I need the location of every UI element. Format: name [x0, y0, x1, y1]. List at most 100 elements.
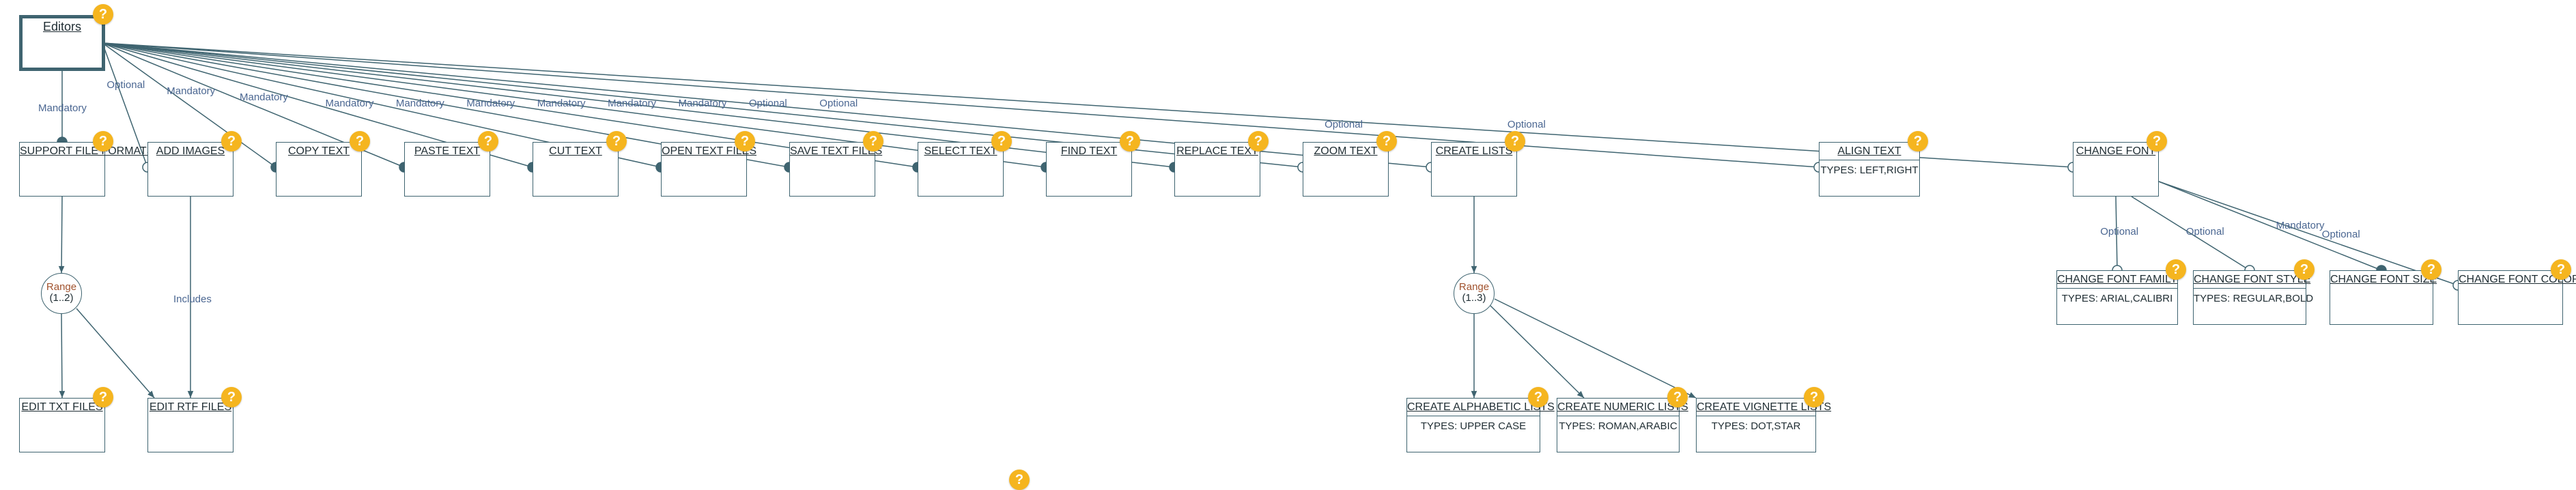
feature-select-text-title: SELECT TEXT — [924, 145, 997, 157]
feature-support-file-formats-help-icon[interactable] — [93, 131, 113, 152]
edge-create-lists-range-arrowhead — [1471, 265, 1477, 273]
node-change-font-color-help-icon[interactable] — [2551, 259, 2571, 280]
feature-select-text-help-icon[interactable] — [991, 131, 1012, 152]
feature-replace-text-title: REPLACE TEXT — [1176, 145, 1258, 157]
feature-align-text-help-icon[interactable] — [1908, 131, 1928, 152]
edge-range-edit-rtf — [76, 308, 155, 399]
feature-cut-text-title: CUT TEXT — [549, 145, 602, 157]
feature-zoom-text-title: ZOOM TEXT — [1314, 145, 1378, 157]
range-create-lists-value: (1..3) — [1462, 292, 1486, 304]
edge-label-find_text: Mandatory — [608, 98, 656, 110]
feature-find-text[interactable]: FIND TEXT — [1046, 142, 1132, 197]
range-file-formats: Range(1..2) — [41, 273, 82, 314]
edge-root-find_text — [102, 42, 1047, 168]
edge-range-vignette-arrowhead — [1688, 392, 1696, 398]
feature-zoom-text[interactable]: ZOOM TEXT — [1303, 142, 1389, 197]
node-change-font-style-help-icon[interactable] — [2294, 259, 2315, 280]
feature-change-font[interactable]: CHANGE FONT — [2073, 142, 2159, 197]
edge-label-open_text_files: Mandatory — [395, 98, 444, 110]
node-change-font-style-subtitle: TYPES: REGULAR,BOLD — [2194, 288, 2313, 304]
edge-label-align_text: Optional — [1325, 119, 1363, 131]
feature-zoom-text-help-icon[interactable] — [1376, 131, 1397, 152]
feature-change-font-help-icon[interactable] — [2147, 131, 2167, 152]
edge-change-font-change_font_size — [2158, 181, 2382, 271]
node-change-font-color-title: CHANGE FONT COLOR — [2459, 274, 2576, 285]
edge-label-includes: Includes — [173, 293, 212, 305]
node-create-numeric-lists-subtitle: TYPES: ROMAN,ARABIC — [1557, 416, 1679, 432]
orphan-help-icon[interactable] — [1009, 470, 1030, 490]
edge-label-add_images: Optional — [107, 78, 145, 91]
feature-cut-text-help-icon[interactable] — [606, 131, 627, 152]
node-change-font-family-title: CHANGE FONT FAMILY — [2057, 274, 2178, 285]
range-create-lists-label: Range — [1458, 281, 1490, 293]
node-create-numeric-lists[interactable]: CREATE NUMERIC LISTS TYPES: ROMAN,ARABIC — [1557, 398, 1688, 452]
feature-open-text-files-help-icon[interactable] — [735, 131, 755, 152]
feature-create-lists[interactable]: CREATE LISTS — [1431, 142, 1517, 197]
edge-range-numeric-arrowhead — [1576, 390, 1584, 398]
edge-range-edit-txt-arrowhead — [59, 390, 66, 398]
edge-includes-arrowhead — [187, 390, 194, 398]
root-node-editors-title: Editors — [42, 20, 82, 33]
feature-replace-text[interactable]: REPLACE TEXT — [1174, 142, 1260, 197]
feature-support-file-formats[interactable]: SUPPORT FILE FORMATS — [19, 142, 154, 197]
node-create-numeric-lists-title: CREATE NUMERIC LISTS — [1557, 401, 1688, 413]
feature-open-text-files[interactable]: OPEN TEXT FILES — [661, 142, 757, 197]
feature-open-text-files-title: OPEN TEXT FILES — [662, 145, 757, 157]
feature-copy-text[interactable]: COPY TEXT — [276, 142, 362, 197]
node-change-font-family-help-icon[interactable] — [2166, 259, 2186, 280]
root-node-editors-help-icon[interactable] — [93, 4, 113, 25]
node-create-numeric-lists-help-icon[interactable] — [1667, 387, 1688, 407]
feature-save-text-files[interactable]: SAVE TEXT FILES — [789, 142, 883, 197]
feature-add-images-help-icon[interactable] — [221, 131, 242, 152]
node-create-alphabetic-lists-help-icon[interactable] — [1528, 387, 1548, 407]
root-node-editors[interactable]: Editors — [19, 15, 105, 71]
feature-support-file-formats-title: SUPPORT FILE FORMATS — [20, 145, 154, 157]
feature-find-text-help-icon[interactable] — [1120, 131, 1140, 152]
node-change-font-size[interactable]: CHANGE FONT SIZE — [2330, 270, 2437, 325]
feature-paste-text-help-icon[interactable] — [478, 131, 498, 152]
node-edit-txt-files-help-icon[interactable] — [93, 387, 113, 407]
node-change-font-style-title: CHANGE FONT STYLE — [2194, 274, 2311, 285]
edge-change-font-change_font_family — [2115, 196, 2118, 271]
node-change-font-color[interactable]: CHANGE FONT COLOR — [2458, 270, 2576, 325]
feature-save-text-files-help-icon[interactable] — [863, 131, 883, 152]
range-create-lists: Range(1..3) — [1454, 273, 1495, 314]
node-change-font-style[interactable]: CHANGE FONT STYLE TYPES: REGULAR,BOLD — [2193, 270, 2313, 325]
feature-save-text-files-title: SAVE TEXT FILES — [790, 145, 883, 157]
edge-label-change_font: Optional — [1507, 119, 1546, 131]
node-change-font-size-title: CHANGE FONT SIZE — [2330, 274, 2437, 285]
edge-label-save_text_files: Mandatory — [466, 98, 515, 110]
feature-copy-text-help-icon[interactable] — [350, 131, 370, 152]
feature-select-text[interactable]: SELECT TEXT — [918, 142, 1004, 197]
node-edit-rtf-files-help-icon[interactable] — [221, 387, 242, 407]
edge-label-change_font_style: Optional — [2185, 225, 2224, 237]
node-edit-rtf-files[interactable]: EDIT RTF FILES — [147, 398, 233, 452]
edge-root-add_images — [102, 42, 148, 168]
edge-range-vignette — [1494, 298, 1697, 399]
edge-label-support_file_formats: Mandatory — [38, 102, 87, 114]
node-create-vignette-lists-help-icon[interactable] — [1804, 387, 1824, 407]
node-create-vignette-lists-subtitle: TYPES: DOT,STAR — [1697, 416, 1815, 432]
feature-find-text-title: FIND TEXT — [1060, 145, 1118, 157]
edge-change-font-change_font_style — [2131, 196, 2250, 271]
feature-add-images[interactable]: ADD IMAGES — [147, 142, 233, 197]
feature-paste-text[interactable]: PASTE TEXT — [404, 142, 490, 197]
node-create-alphabetic-lists-subtitle: TYPES: UPPER CASE — [1407, 416, 1540, 432]
feature-add-images-title: ADD IMAGES — [156, 145, 225, 157]
feature-align-text-subtitle: TYPES: LEFT,RIGHT — [1820, 160, 1919, 176]
node-edit-txt-files-title: EDIT TXT FILES — [21, 401, 103, 413]
feature-create-lists-help-icon[interactable] — [1505, 131, 1525, 152]
edge-label-replace_text: Mandatory — [678, 98, 727, 110]
edge-label-change_font_size: Mandatory — [2276, 220, 2325, 231]
feature-cut-text[interactable]: CUT TEXT — [533, 142, 619, 197]
edge-label-cut_text: Mandatory — [325, 98, 374, 110]
feature-replace-text-help-icon[interactable] — [1248, 131, 1269, 152]
node-change-font-size-help-icon[interactable] — [2421, 259, 2441, 280]
node-edit-txt-files[interactable]: EDIT TXT FILES — [19, 398, 105, 452]
edge-root-copy_text — [102, 42, 277, 168]
